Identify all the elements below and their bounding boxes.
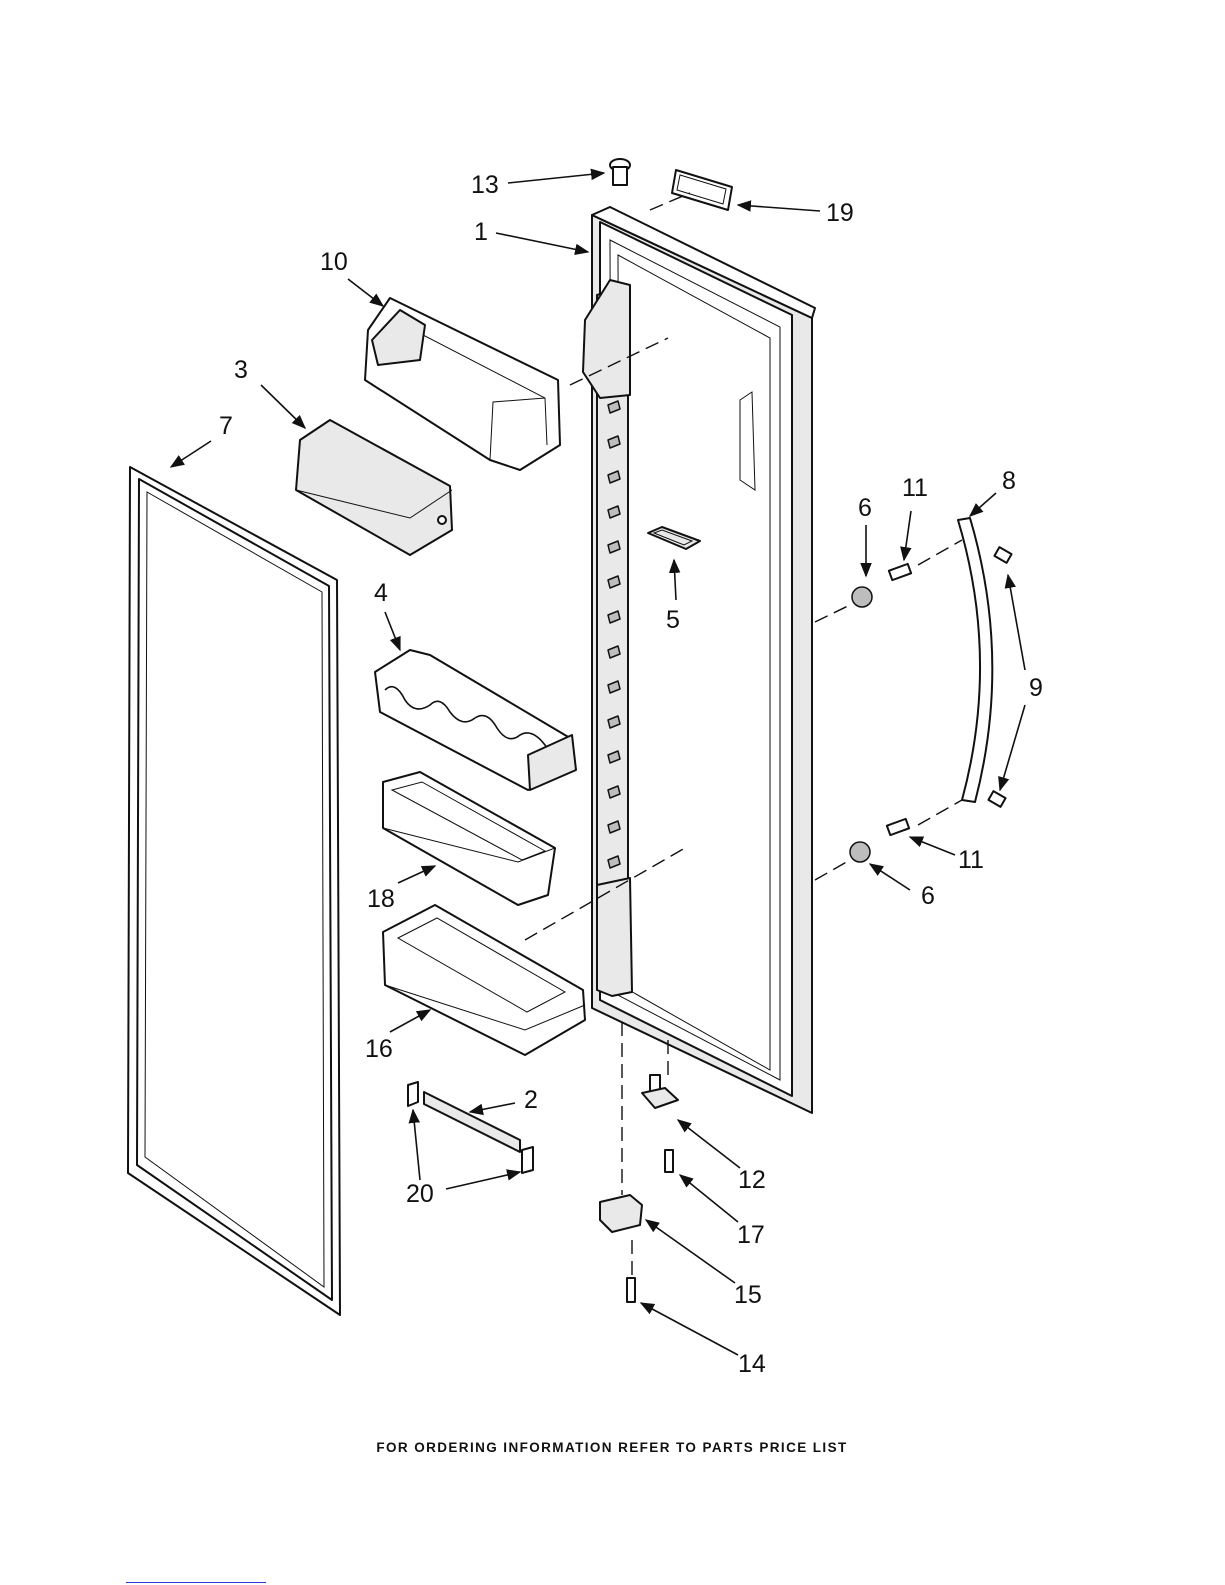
callout-17: 17 [737, 1221, 765, 1249]
callout-18: 18 [367, 885, 395, 913]
callout-1: 1 [474, 218, 488, 246]
bottom-screw-part [627, 1278, 635, 1302]
egg-rack-part [375, 650, 576, 790]
callout-7: 7 [219, 412, 233, 440]
callout-6-bottom: 6 [921, 882, 935, 910]
hinge-bracket-part [600, 1195, 642, 1232]
callout-8: 8 [1002, 467, 1016, 495]
callout-10: 10 [320, 248, 348, 276]
dispenser-cover-part [365, 298, 560, 470]
hinge-screw-part [665, 1150, 673, 1172]
bin-lid-part [296, 420, 452, 555]
callout-19: 19 [826, 199, 854, 227]
callout-20: 20 [406, 1180, 434, 1208]
hinge-pin-part [642, 1075, 678, 1108]
door-handle-part [958, 518, 992, 802]
callout-11-bottom: 11 [958, 846, 984, 874]
handle-spacer-part [850, 587, 872, 862]
callout-4: 4 [374, 579, 388, 607]
callout-3: 3 [234, 356, 248, 384]
callout-5: 5 [666, 606, 680, 634]
door-liner-part [583, 207, 815, 1113]
callout-13: 13 [471, 171, 499, 199]
handle-screw-part [887, 564, 911, 835]
trim-strip-part [408, 1082, 533, 1173]
footer-ordering-note: FOR ORDERING INFORMATION REFER TO PARTS … [376, 1440, 847, 1455]
callout-14: 14 [738, 1350, 766, 1378]
door-bin-part [383, 772, 555, 905]
callout-16: 16 [365, 1035, 393, 1063]
callout-12: 12 [738, 1166, 766, 1194]
callout-15: 15 [734, 1281, 762, 1309]
door-gasket-part [128, 467, 340, 1315]
bottom-bin-part [383, 905, 585, 1055]
callout-6-top: 6 [858, 494, 872, 522]
callout-2: 2 [524, 1086, 538, 1114]
door-label-part [672, 170, 732, 210]
callout-11-top: 11 [902, 474, 928, 502]
top-plug-part [610, 159, 630, 185]
callout-9: 9 [1029, 674, 1043, 702]
bottom-link-underline[interactable] [126, 1582, 266, 1583]
